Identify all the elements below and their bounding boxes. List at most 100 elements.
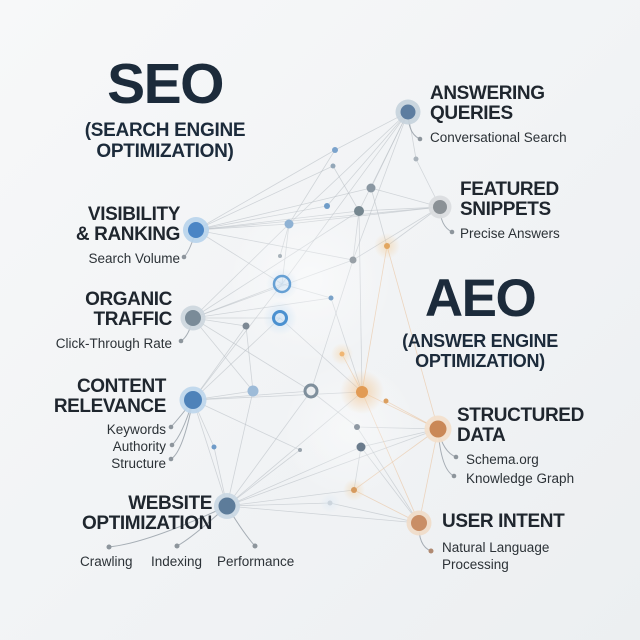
- dcr2-node: [169, 442, 175, 448]
- edge-aq-i3: [370, 111, 409, 189]
- dcr3-node: [168, 456, 174, 462]
- dsd1-node: [453, 454, 459, 460]
- edge-sd-i7: [386, 245, 439, 430]
- i6-node: [354, 206, 364, 216]
- dui-node: [428, 548, 434, 554]
- label-featured-snippets: FEATURED SNIPPETS Precise Answers: [460, 180, 630, 242]
- ot-node: [185, 310, 201, 326]
- edge-vr-i1: [195, 149, 336, 231]
- sub-keywords: Keywords: [106, 422, 166, 437]
- dwo2-node: [174, 543, 180, 549]
- seo-heading: SEO (SEARCH ENGINE OPTIMIZATION): [30, 52, 300, 163]
- edge-cr-wo: [192, 399, 228, 507]
- i1-node: [332, 147, 338, 153]
- label-structured-data: STRUCTURED DATA Schema.org Knowledge Gra…: [457, 406, 632, 487]
- dcr1-node: [168, 424, 174, 430]
- dwo3-node: [252, 543, 258, 549]
- label-user-intent: USER INTENT Natural Language Processing: [442, 512, 622, 573]
- aeo-subtitle-line1: (ANSWER ENGINE: [402, 331, 558, 351]
- sub-knowledge-graph: Knowledge Graph: [466, 471, 575, 486]
- sub-crawling: Crawling: [80, 554, 133, 569]
- i15-node: [303, 383, 319, 399]
- i16-node: [356, 386, 368, 398]
- sub-click-through-rate: Click-Through Rate: [55, 336, 172, 351]
- i20-node: [356, 442, 366, 452]
- daq-node: [417, 136, 423, 142]
- label-organic-traffic: ORGANIC TRAFFIC Click-Through Rate: [40, 289, 173, 352]
- seo-title: SEO: [107, 52, 224, 116]
- dot1-node: [178, 338, 184, 344]
- seo-subtitle-line1: (SEARCH ENGINE: [84, 120, 246, 141]
- seo-subtitle: (SEARCH ENGINE OPTIMIZATION): [30, 120, 300, 162]
- sub-authority: Authority: [112, 439, 166, 454]
- i19-node: [354, 424, 360, 430]
- i25-node: [413, 156, 419, 162]
- i12-node: [242, 322, 250, 330]
- label-website-optimization: WEBSITE OPTIMIZATION: [40, 494, 212, 533]
- i8-node: [349, 256, 357, 264]
- edge-ot-i14: [192, 317, 254, 392]
- aeo-title: AEO: [424, 269, 537, 328]
- i2-node: [330, 163, 336, 169]
- visibility-ranking-title: VISIBILITY & RANKING: [75, 204, 180, 245]
- edge-fs-i6: [358, 206, 441, 212]
- fs-node: [433, 200, 447, 214]
- i18-node: [383, 398, 389, 404]
- i9-node: [278, 254, 282, 258]
- sub-performance: Performance: [217, 554, 295, 569]
- website-optimization-title: WEBSITE OPTIMIZATION: [82, 493, 212, 534]
- label-answering-queries: ANSWERING QUERIES Conversational Search: [430, 84, 610, 146]
- sub-conversational-search: Conversational Search: [430, 130, 567, 145]
- content-relevance-title: CONTENT RELEVANCE: [53, 376, 167, 417]
- seo-subtitle-line2: OPTIMIZATION): [96, 141, 234, 162]
- sub-search-volume: Search Volume: [88, 251, 180, 266]
- sub-structure: Structure: [111, 456, 166, 471]
- edge-ui-i24: [329, 502, 420, 524]
- dfs-node: [449, 229, 455, 235]
- i4-node: [324, 203, 330, 209]
- edge-ot-i15: [192, 317, 312, 392]
- i13-node: [328, 295, 334, 301]
- edge-wo-i14: [226, 390, 254, 507]
- i24-node: [327, 500, 333, 506]
- i21-node: [211, 444, 217, 450]
- dwo1-node: [106, 544, 112, 550]
- edge-aq-i4: [326, 111, 409, 207]
- label-visibility-ranking: VISIBILITY & RANKING Search Volume: [40, 205, 180, 267]
- edge-aq-i1: [334, 111, 409, 151]
- vr-node: [188, 222, 204, 238]
- sub-schema-org: Schema.org: [466, 452, 539, 467]
- ui-node: [411, 515, 427, 531]
- i22-node: [298, 448, 302, 452]
- cr-node: [184, 391, 202, 409]
- label-content-relevance: CONTENT RELEVANCE Keywords Authority Str…: [40, 376, 167, 472]
- aeo-heading: AEO (ANSWER ENGINE OPTIMIZATION): [352, 272, 608, 371]
- answering-queries-title: ANSWERING QUERIES: [430, 83, 545, 124]
- aeo-subtitle-line2: OPTIMIZATION): [415, 351, 545, 371]
- user-intent-title: USER INTENT: [442, 511, 565, 532]
- edge-fs-i3: [370, 187, 441, 208]
- sd-node: [429, 420, 447, 438]
- i5-node: [284, 219, 294, 229]
- edge-wo-ui: [226, 505, 420, 524]
- i7-node: [384, 243, 390, 249]
- sub-natural-language: Natural Language: [442, 539, 550, 555]
- edge-wo-dwo1: [108, 505, 228, 548]
- i17-node: [339, 351, 345, 357]
- featured-snippets-title: FEATURED SNIPPETS: [460, 179, 559, 220]
- structured-data-title: STRUCTURED DATA: [457, 405, 584, 446]
- i11-node: [272, 310, 288, 326]
- edge-wo-i24: [226, 502, 331, 507]
- dsd2-node: [451, 473, 457, 479]
- edge-i2-i6: [332, 165, 360, 212]
- organic-traffic-title: ORGANIC TRAFFIC: [85, 289, 172, 330]
- i10-node: [272, 274, 292, 294]
- aq-node: [400, 104, 416, 120]
- edge-vr-i2: [195, 165, 334, 231]
- sub-precise-answers: Precise Answers: [460, 226, 560, 241]
- sub-processing: Processing: [442, 556, 509, 572]
- glow-effect: [263, 301, 297, 335]
- i3-node: [366, 183, 376, 193]
